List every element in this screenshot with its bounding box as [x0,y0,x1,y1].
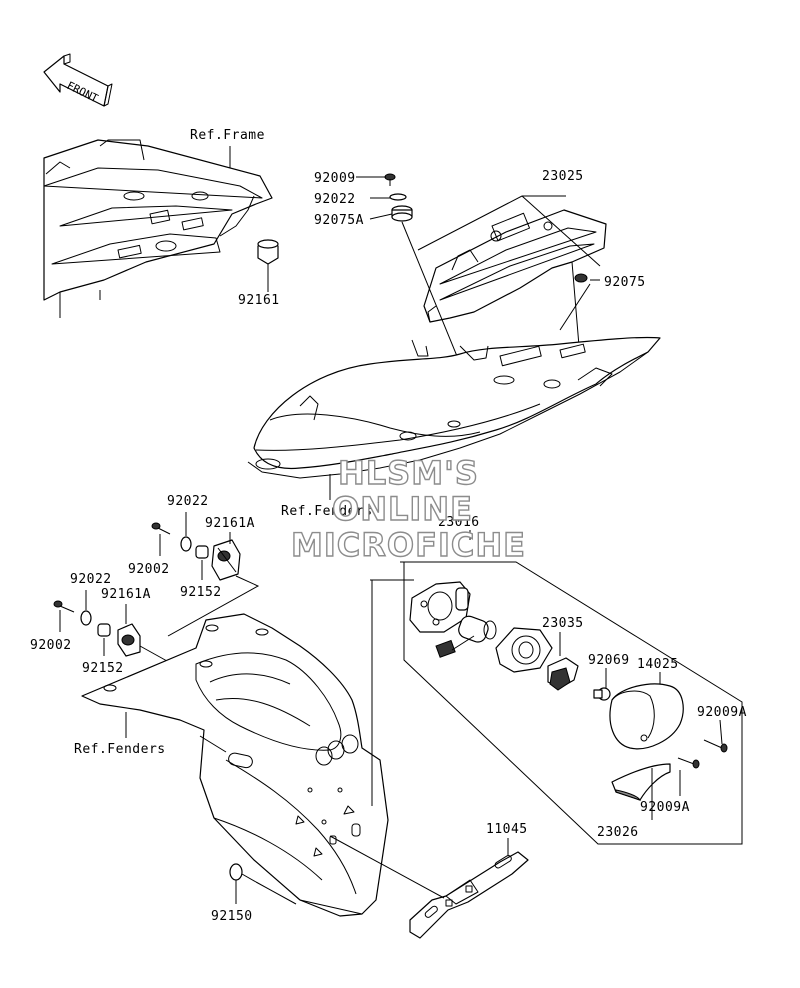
part-label-92022-a: 92022 [167,494,209,509]
part-92022-washer-b [80,610,92,626]
part-92152-collar-b [97,623,111,637]
part-label-92009-top: 92009 [314,171,356,186]
rear-cowl [247,336,661,479]
frame-assembly [43,139,273,318]
part-92161A-grommet-b [117,623,141,657]
part-label-92022-top: 92022 [314,192,356,207]
part-socket-housing [495,627,553,673]
part-92022-washer-top [389,193,407,201]
part-label-92152-a: 92152 [180,585,222,600]
watermark-line1: HLSM'S [338,454,479,492]
part-label-92161A-b: 92161A [101,587,151,602]
part-label-92075: 92075 [604,275,646,290]
part-label-92161-frame: 92161 [238,293,280,308]
part-92069-bulb [593,687,611,701]
part-23026-reflector [611,763,671,801]
part-label-92002-a: 92002 [128,562,170,577]
part-label-23026: 23026 [597,825,639,840]
ref-frame-label: Ref.Frame [190,128,265,143]
watermark-line3: MICROFICHE [291,526,526,564]
ref-fenders-upper-label: Ref.Fenders [281,504,373,519]
part-label-92152-b: 92152 [82,661,124,676]
part-23016-taillight-base [409,581,497,658]
front-arrow-icon: FRONT [43,53,113,107]
part-92075-grommet [574,273,588,283]
watermark: HLSM'S ONLINE MICROFICHE [290,453,526,564]
part-label-92002-b: 92002 [30,638,72,653]
part-23025-tail-cover-bracket [423,209,607,323]
part-23035-socket [547,657,579,691]
watermark-line2: ONLINE [332,490,473,528]
part-label-14025: 14025 [637,657,679,672]
part-92002-screw-a [151,522,171,535]
part-label-23016: 23016 [438,515,480,530]
part-label-23035: 23035 [542,616,584,631]
part-92009-screw-top [384,173,396,186]
part-label-92069: 92069 [588,653,630,668]
part-92152-collar-a [195,545,209,559]
part-92075A-grommet-top [391,205,413,222]
part-92002-screw-b [53,600,75,613]
part-label-92022-b: 92022 [70,572,112,587]
part-11045-license-bracket [409,851,529,939]
rear-fender [81,613,389,917]
ref-fenders-lower-label: Ref.Fenders [74,742,166,757]
part-label-11045: 11045 [486,822,528,837]
part-label-23025: 23025 [542,169,584,184]
part-92161A-grommet-a [211,539,241,581]
part-92009A-screw-b [677,757,700,769]
part-label-92009A-b: 92009A [640,800,690,815]
part-92022-washer-a [180,536,192,552]
part-14025-lens [609,683,684,750]
part-92161-frame-grommet [257,239,279,265]
part-label-92075A-top: 92075A [314,213,364,228]
part-label-92150: 92150 [211,909,253,924]
part-92009A-screw-a [703,739,728,753]
part-label-92161A-a: 92161A [205,516,255,531]
part-label-92009A-a: 92009A [697,705,747,720]
part-92150-bolt [229,863,257,883]
